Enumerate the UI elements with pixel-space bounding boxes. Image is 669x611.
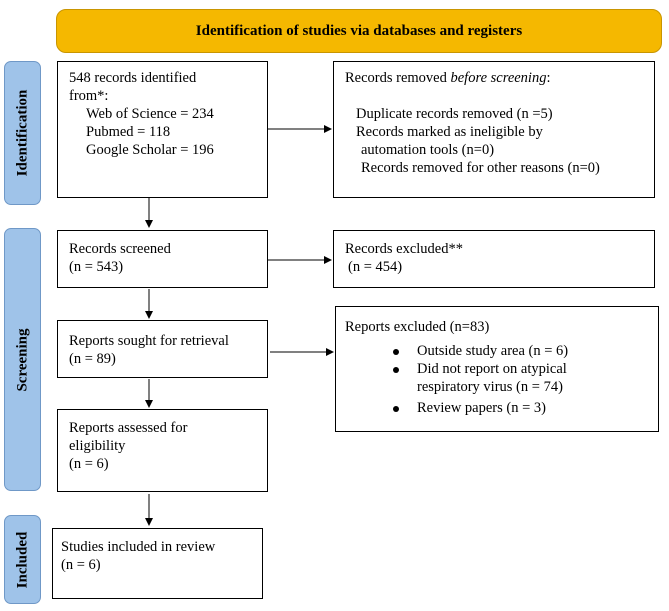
sought-label: Reports sought for retrieval (69, 333, 229, 349)
included-count: (n = 6) (61, 557, 101, 573)
removed-ineligible-line1: Records marked as ineligible by (356, 124, 543, 140)
records-screened-box: Records screened (n = 543) (57, 230, 268, 288)
reason-outside-area: Outside study area (n = 6) (393, 342, 568, 360)
removed-ineligible-line2: automation tools (n=0) (361, 142, 495, 158)
bullet-icon (393, 406, 399, 412)
reason-not-atypical-line1: Did not report on atypical (393, 360, 567, 378)
records-removed-box: Records removed before screening: Duplic… (333, 61, 655, 198)
bullet-icon (393, 349, 399, 355)
screened-count: (n = 543) (69, 259, 124, 275)
excluded-count: (n = 454) (348, 259, 403, 275)
source-web-of-science: Web of Science = 234 (86, 106, 214, 122)
studies-included-box: Studies included in review (n = 6) (52, 528, 263, 599)
reports-assessed-box: Reports assessed for eligibility (n = 6) (57, 409, 268, 492)
removed-duplicates: Duplicate records removed (n =5) (356, 106, 553, 122)
excluded-label: Records excluded** (345, 241, 463, 257)
removed-other: Records removed for other reasons (n=0) (361, 160, 600, 176)
assessed-count: (n = 6) (69, 456, 109, 472)
included-label: Studies included in review (61, 539, 216, 555)
records-identified-box: 548 records identified from*: Web of Sci… (57, 61, 268, 198)
removed-title: Records removed before screening: (345, 70, 551, 86)
reports-excluded-title: Reports excluded (n=83) (345, 319, 490, 335)
header-title: Identification of studies via databases … (195, 22, 523, 39)
records-excluded-box: Records excluded** (n = 454) (333, 230, 655, 288)
reason-review-papers: Review papers (n = 3) (393, 399, 546, 417)
identified-line1: 548 records identified (69, 70, 197, 86)
reason-not-atypical-line2: respiratory virus (n = 74) (417, 379, 563, 395)
header-banner: Identification of studies via databases … (56, 9, 662, 53)
sought-count: (n = 89) (69, 351, 116, 367)
assessed-line2: eligibility (69, 438, 126, 454)
screened-label: Records screened (69, 241, 171, 257)
source-pubmed: Pubmed = 118 (86, 124, 171, 140)
source-google-scholar: Google Scholar = 196 (86, 142, 214, 158)
assessed-line1: Reports assessed for (69, 420, 188, 436)
phase-included: Included (4, 515, 41, 604)
bullet-icon (393, 367, 399, 373)
identified-line2: from*: (69, 88, 109, 104)
phase-identification: Identification (4, 61, 41, 205)
reports-excluded-box: Reports excluded (n=83) Outside study ar… (335, 306, 659, 432)
reports-sought-box: Reports sought for retrieval (n = 89) (57, 320, 268, 378)
phase-screening: Screening (4, 228, 41, 491)
